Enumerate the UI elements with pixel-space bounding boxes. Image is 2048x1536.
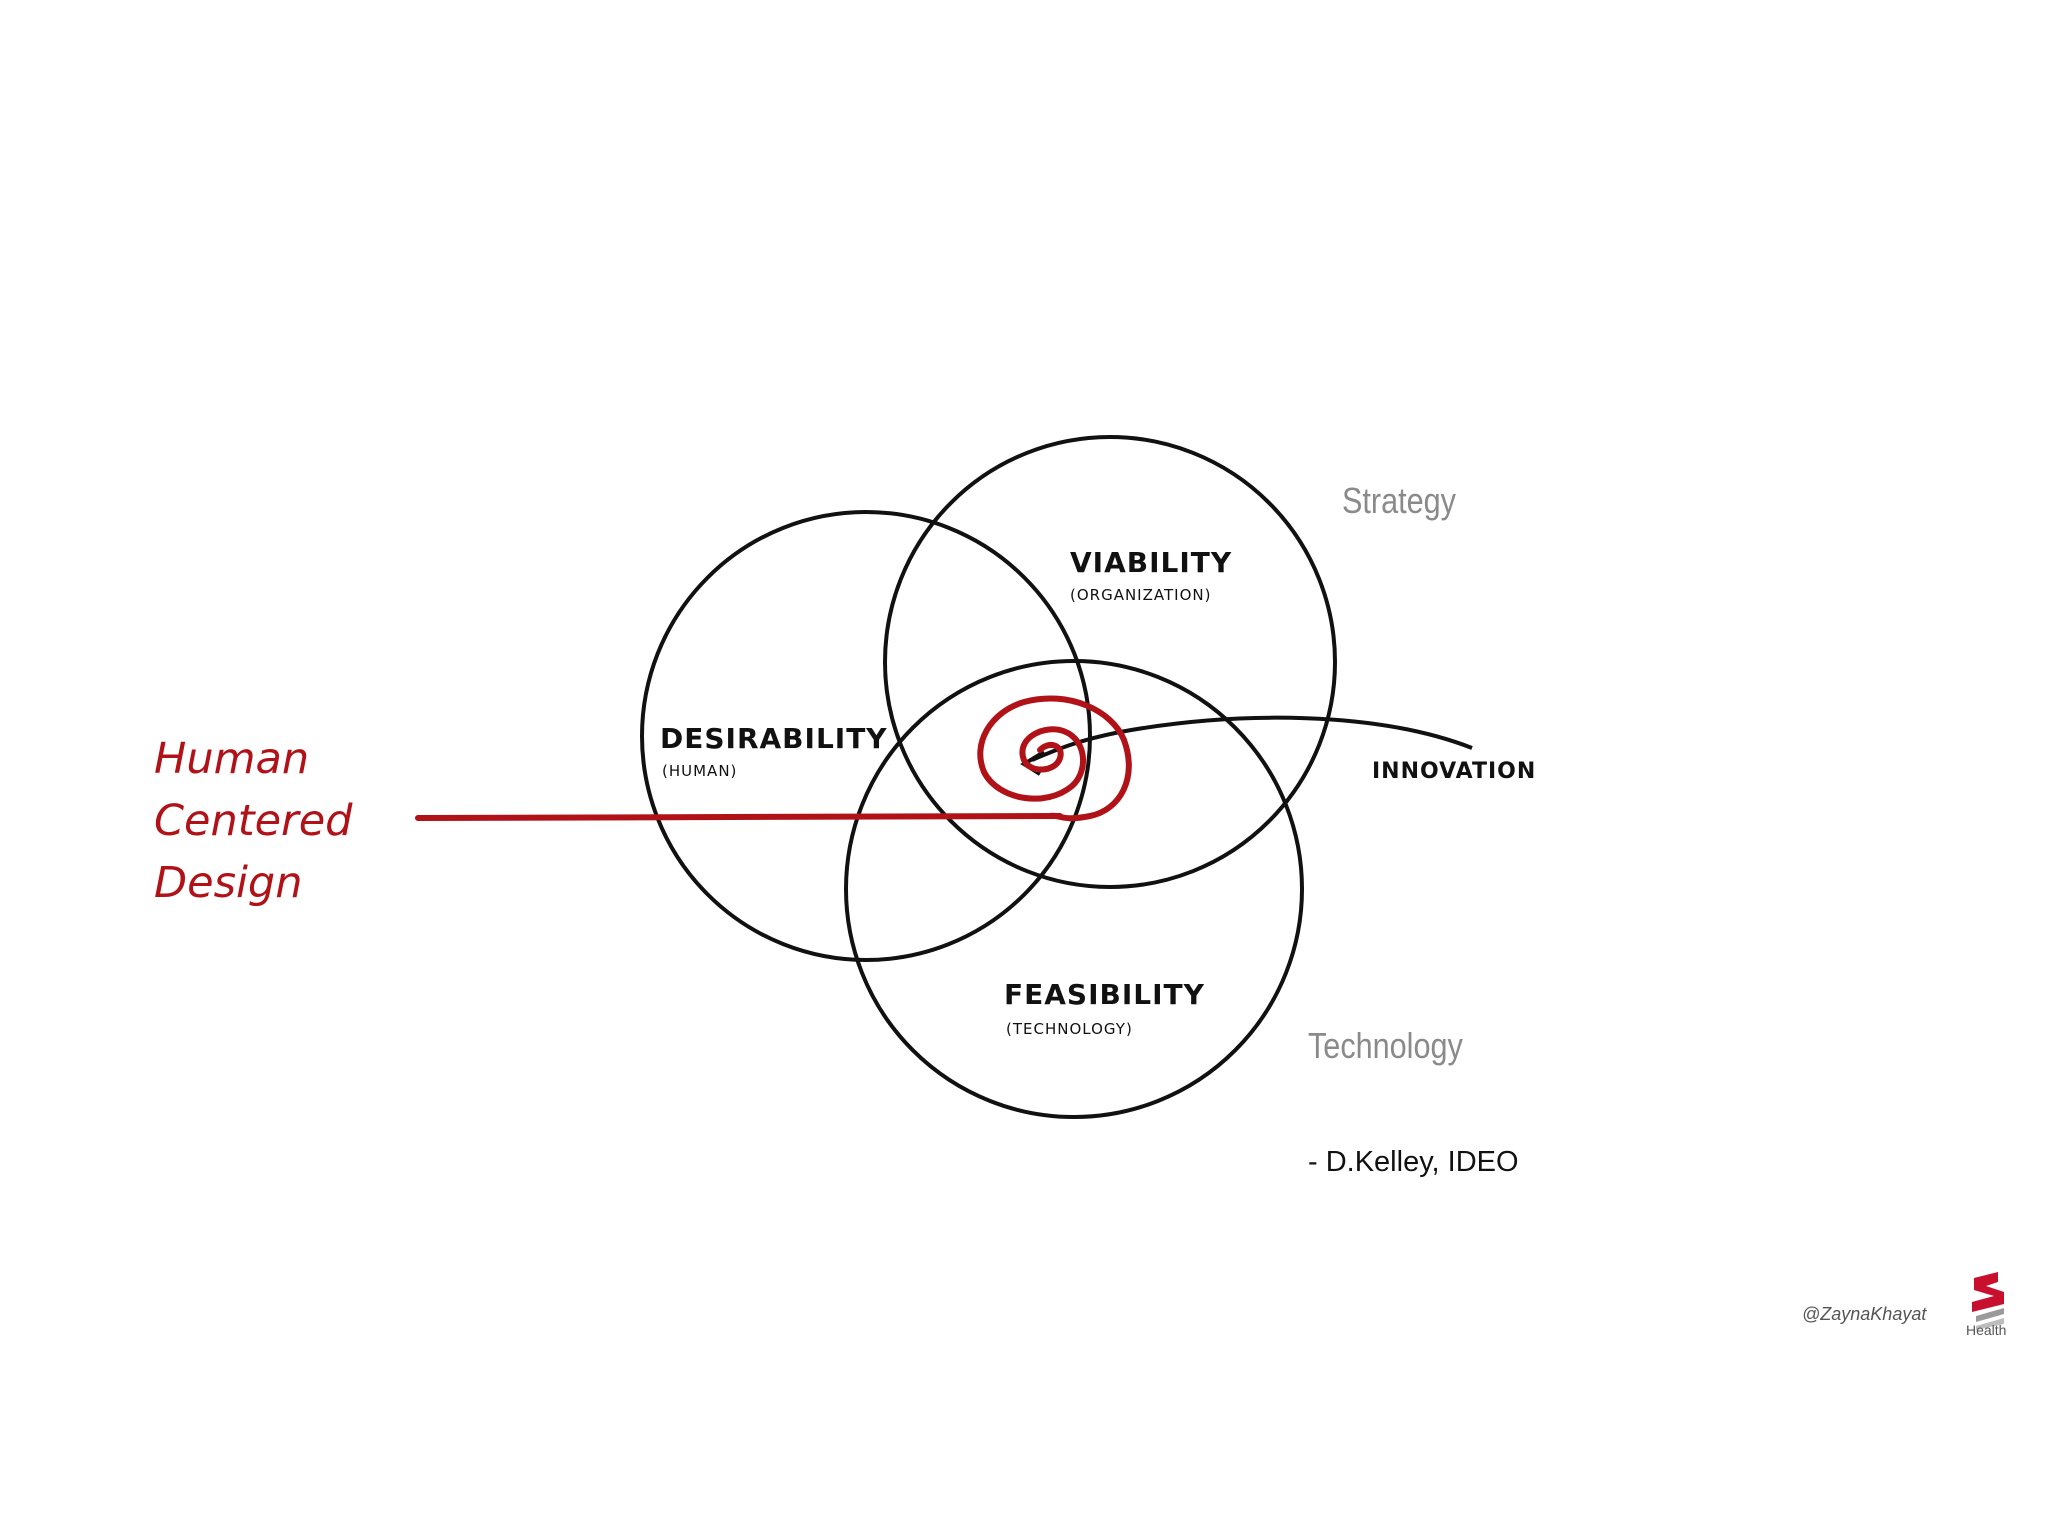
feasibility-title: FEASIBILITY xyxy=(1004,978,1205,1011)
attribution: - D.Kelley, IDEO xyxy=(1308,1146,1519,1178)
se-health-logo-icon xyxy=(1972,1272,2004,1330)
logo-wordmark: Health xyxy=(1966,1322,2007,1338)
red-spiral xyxy=(977,695,1132,822)
innovation-label: INNOVATION xyxy=(1372,759,1536,784)
human-centered-design-label: Human Centered Design xyxy=(154,728,352,914)
desirability-title: DESIRABILITY xyxy=(660,722,888,755)
technology-label: Technology xyxy=(1308,1025,1463,1066)
desirability-circle xyxy=(640,510,1092,962)
hcd-line-1: Human xyxy=(154,734,310,784)
red-pointer-line xyxy=(415,813,1063,821)
innovation-arrow xyxy=(1031,715,1473,762)
feasibility-circle xyxy=(844,659,1304,1119)
hcd-line-2: Centered xyxy=(154,796,353,846)
author-handle: @ZaynaKhayat xyxy=(1802,1304,1927,1324)
feasibility-subtitle: (TECHNOLOGY) xyxy=(1006,1020,1133,1038)
viability-subtitle: (ORGANIZATION) xyxy=(1070,586,1211,604)
desirability-subtitle: (HUMAN) xyxy=(662,762,737,780)
viability-title: VIABILITY xyxy=(1070,546,1232,579)
hcd-line-3: Design xyxy=(154,858,303,908)
viability-circle xyxy=(883,435,1337,889)
strategy-label: Strategy xyxy=(1342,480,1456,521)
